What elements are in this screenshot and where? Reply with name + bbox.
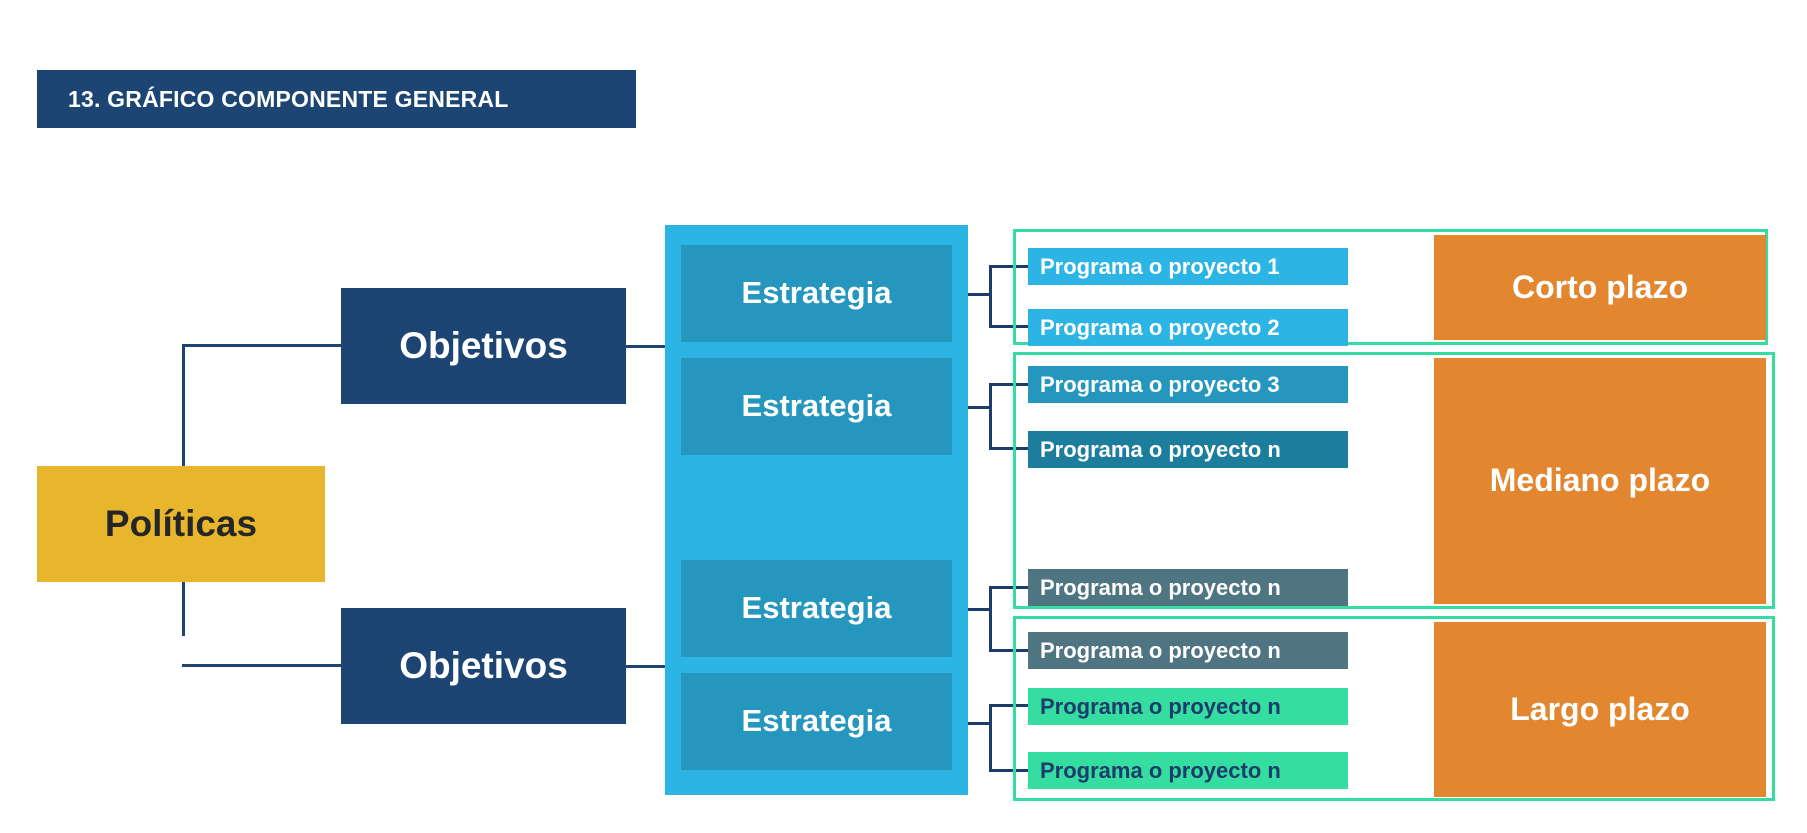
node-estrategia-1-label: Estrategia: [741, 275, 892, 311]
node-objetivos-2-label: Objetivos: [399, 644, 568, 686]
node-programa-5-label: Programa o proyecto n: [1040, 574, 1281, 600]
node-plazo-corto[interactable]: Corto plazo: [1434, 235, 1766, 340]
node-estrategia-2-label: Estrategia: [741, 388, 892, 424]
node-programa-8-label: Programa o proyecto n: [1040, 757, 1281, 783]
connector-politicas-to-objetivos-1: [182, 344, 343, 347]
connector-estrategia1-spine: [989, 265, 992, 327]
connector-estrategia3-to-prog5: [989, 586, 1031, 589]
node-plazo-corto-label: Corto plazo: [1512, 268, 1688, 305]
connector-politicas-to-objetivos-2: [182, 664, 343, 667]
group-frame-corto-plazo: [1013, 229, 1768, 345]
page-title: 13. GRÁFICO COMPONENTE GENERAL: [68, 85, 509, 112]
node-plazo-mediano[interactable]: Mediano plazo: [1434, 358, 1766, 604]
connector-estrategia1-stem: [952, 293, 992, 296]
node-programa-2[interactable]: Programa o proyecto 2: [1028, 309, 1348, 346]
connector-objetivos2-stem: [624, 665, 668, 668]
connector-estrategia3-stem: [952, 608, 992, 611]
group-frame-mediano-plazo: [1013, 352, 1775, 609]
node-politicas-label: Políticas: [104, 502, 258, 544]
node-objetivos-2[interactable]: Objetivos: [341, 608, 626, 724]
node-politicas[interactable]: Políticas: [37, 466, 325, 582]
node-programa-6[interactable]: Programa o proyecto n: [1028, 632, 1348, 669]
node-estrategia-3[interactable]: Estrategia: [681, 560, 952, 657]
connector-estrategia1-to-prog2: [989, 325, 1031, 328]
connector-estrategia3-to-prog6: [989, 649, 1031, 652]
node-programa-6-label: Programa o proyecto n: [1040, 637, 1281, 663]
node-programa-4-label: Programa o proyecto n: [1040, 436, 1281, 462]
connector-estrategia2-to-prog3: [989, 383, 1031, 386]
connector-estrategia1-to-prog1: [989, 265, 1031, 268]
node-programa-7-label: Programa o proyecto n: [1040, 693, 1281, 719]
connector-objetivos1-stem: [624, 345, 668, 348]
connector-estrategia4-spine: [989, 704, 992, 769]
node-estrategia-4-label: Estrategia: [741, 703, 892, 739]
node-programa-2-label: Programa o proyecto 2: [1040, 314, 1280, 340]
connector-estrategia2-to-prog4: [989, 447, 1031, 450]
node-estrategia-1[interactable]: Estrategia: [681, 245, 952, 342]
node-programa-3[interactable]: Programa o proyecto 3: [1028, 366, 1348, 403]
node-programa-7[interactable]: Programa o proyecto n: [1028, 688, 1348, 725]
page-title-banner: 13. GRÁFICO COMPONENTE GENERAL: [37, 70, 636, 128]
node-objetivos-1[interactable]: Objetivos: [341, 288, 626, 404]
node-programa-1[interactable]: Programa o proyecto 1: [1028, 248, 1348, 285]
node-programa-4[interactable]: Programa o proyecto n: [1028, 431, 1348, 468]
node-programa-1-label: Programa o proyecto 1: [1040, 253, 1280, 279]
node-programa-5[interactable]: Programa o proyecto n: [1028, 569, 1348, 606]
node-estrategia-3-label: Estrategia: [741, 590, 892, 626]
node-plazo-mediano-label: Mediano plazo: [1489, 462, 1711, 499]
connector-estrategia2-stem: [952, 406, 992, 409]
node-programa-8[interactable]: Programa o proyecto n: [1028, 752, 1348, 789]
connector-estrategia4-to-prog7: [989, 704, 1031, 707]
node-estrategia-2[interactable]: Estrategia: [681, 358, 952, 455]
node-objetivos-1-label: Objetivos: [399, 324, 568, 366]
node-estrategia-4[interactable]: Estrategia: [681, 673, 952, 770]
group-frame-largo-plazo: [1013, 616, 1775, 801]
node-programa-3-label: Programa o proyecto 3: [1040, 371, 1280, 397]
connector-estrategia2-spine: [989, 383, 992, 448]
connector-estrategia4-stem: [952, 722, 992, 725]
node-plazo-largo-label: Largo plazo: [1510, 690, 1690, 727]
connector-estrategia4-to-prog8: [989, 769, 1031, 772]
connector-estrategia3-spine: [989, 586, 992, 649]
node-plazo-largo[interactable]: Largo plazo: [1434, 622, 1766, 797]
